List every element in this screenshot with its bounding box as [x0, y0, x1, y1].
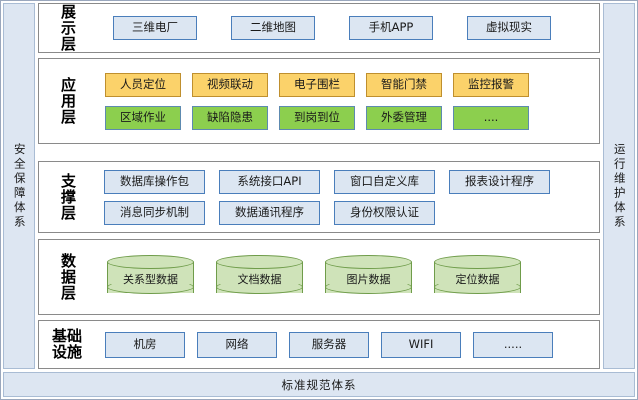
node-application-9[interactable]: 外委管理 — [366, 105, 442, 130]
layer-support: 支撑层 数据库操作包 系统接口API 窗口自定义库 报表设计程序 消息同步机制 … — [38, 161, 600, 233]
layer-body-support: 数据库操作包 系统接口API 窗口自定义库 报表设计程序 消息同步机制 数据通讯… — [95, 162, 599, 232]
node-support-2[interactable]: 系统接口API — [219, 169, 320, 194]
layer-body-presentation: 三维电厂 二维地图 手机APP 虚拟现实 — [95, 4, 599, 52]
cylinder-bottom-ellipse — [434, 279, 521, 294]
node-application-7[interactable]: 缺陷隐患 — [192, 105, 268, 130]
layer-row: 人员定位 视频联动 电子围栏 智能门禁 监控报警 — [97, 72, 597, 97]
cylinder-top-ellipse — [107, 254, 194, 269]
layer-infrastructure: 基础设施 机房 网络 服务器 WIFI ..... — [38, 320, 600, 369]
right-rail-operations-system: 运行维护体系 — [603, 3, 635, 369]
right-rail-label: 运行维护体系 — [612, 142, 627, 230]
node-infra-more[interactable]: ..... — [473, 331, 553, 358]
layer-row: 区域作业 缺陷隐患 到岗到位 外委管理 .... — [97, 105, 597, 130]
cylinder-bottom-ellipse — [107, 279, 194, 294]
cylinder-data-3[interactable]: 图片数据 — [325, 254, 412, 300]
node-support-5[interactable]: 消息同步机制 — [104, 200, 205, 225]
cylinder-label: 文档数据 — [237, 272, 282, 286]
layer-row: 数据库操作包 系统接口API 窗口自定义库 报表设计程序 — [97, 169, 597, 194]
node-infra-3[interactable]: 服务器 — [289, 331, 369, 358]
bottom-bar-standards-system: 标准规范体系 — [3, 372, 635, 397]
layer-label-application: 应用层 — [58, 77, 77, 125]
cylinder-label: 关系型数据 — [123, 272, 178, 286]
node-support-7[interactable]: 身份权限认证 — [334, 200, 435, 225]
node-presentation-2[interactable]: 二维地图 — [231, 16, 315, 40]
bottom-bar-label: 标准规范体系 — [281, 377, 357, 392]
node-infra-1[interactable]: 机房 — [105, 331, 185, 358]
layer-body-data: 关系型数据 文档数据 图片数据 定 — [95, 240, 599, 314]
cylinder-data-1[interactable]: 关系型数据 — [107, 254, 194, 300]
node-application-1[interactable]: 人员定位 — [105, 72, 181, 97]
node-support-3[interactable]: 窗口自定义库 — [334, 169, 435, 194]
node-application-5[interactable]: 监控报警 — [453, 72, 529, 97]
left-rail-label: 安全保障体系 — [12, 142, 27, 230]
cylinder-top-ellipse — [325, 254, 412, 269]
layer-label-presentation: 展示层 — [58, 4, 77, 52]
layer-application: 应用层 人员定位 视频联动 电子围栏 智能门禁 监控报警 区域作业 缺陷隐患 到… — [38, 58, 600, 144]
node-application-2[interactable]: 视频联动 — [192, 72, 268, 97]
node-presentation-1[interactable]: 三维电厂 — [113, 16, 197, 40]
layer-label-support: 支撑层 — [58, 173, 77, 221]
node-application-4[interactable]: 智能门禁 — [366, 72, 442, 97]
node-application-more[interactable]: .... — [453, 105, 529, 130]
layer-label-infrastructure: 基础设施 — [51, 326, 82, 361]
cylinder-top-ellipse — [216, 254, 303, 269]
node-support-6[interactable]: 数据通讯程序 — [219, 200, 320, 225]
cylinder-label: 图片数据 — [346, 272, 391, 286]
layer-row: 三维电厂 二维地图 手机APP 虚拟现实 — [97, 16, 597, 40]
cylinder-bottom-ellipse — [216, 279, 303, 294]
cylinder-label: 定位数据 — [455, 272, 500, 286]
node-presentation-3[interactable]: 手机APP — [349, 16, 433, 40]
layer-row: 消息同步机制 数据通讯程序 身份权限认证 — [97, 200, 597, 225]
cylinder-data-2[interactable]: 文档数据 — [216, 254, 303, 300]
node-support-1[interactable]: 数据库操作包 — [104, 169, 205, 194]
layer-row: 关系型数据 文档数据 图片数据 定 — [97, 254, 597, 300]
layer-label-data: 数据层 — [58, 253, 77, 301]
cylinder-bottom-ellipse — [325, 279, 412, 294]
cylinder-data-4[interactable]: 定位数据 — [434, 254, 521, 300]
node-application-8[interactable]: 到岗到位 — [279, 105, 355, 130]
left-rail-security-system: 安全保障体系 — [3, 3, 35, 369]
node-infra-2[interactable]: 网络 — [197, 331, 277, 358]
layer-data: 数据层 关系型数据 文档数据 — [38, 239, 600, 315]
layer-row: 机房 网络 服务器 WIFI ..... — [97, 331, 597, 358]
node-support-4[interactable]: 报表设计程序 — [449, 169, 550, 194]
layer-body-application: 人员定位 视频联动 电子围栏 智能门禁 监控报警 区域作业 缺陷隐患 到岗到位 … — [95, 59, 599, 143]
cylinder-top-ellipse — [434, 254, 521, 269]
node-presentation-4[interactable]: 虚拟现实 — [467, 16, 551, 40]
node-application-6[interactable]: 区域作业 — [105, 105, 181, 130]
layer-body-infrastructure: 机房 网络 服务器 WIFI ..... — [95, 321, 599, 368]
layer-presentation: 展示层 三维电厂 二维地图 手机APP 虚拟现实 — [38, 3, 600, 53]
node-application-3[interactable]: 电子围栏 — [279, 72, 355, 97]
node-infra-4[interactable]: WIFI — [381, 331, 461, 358]
